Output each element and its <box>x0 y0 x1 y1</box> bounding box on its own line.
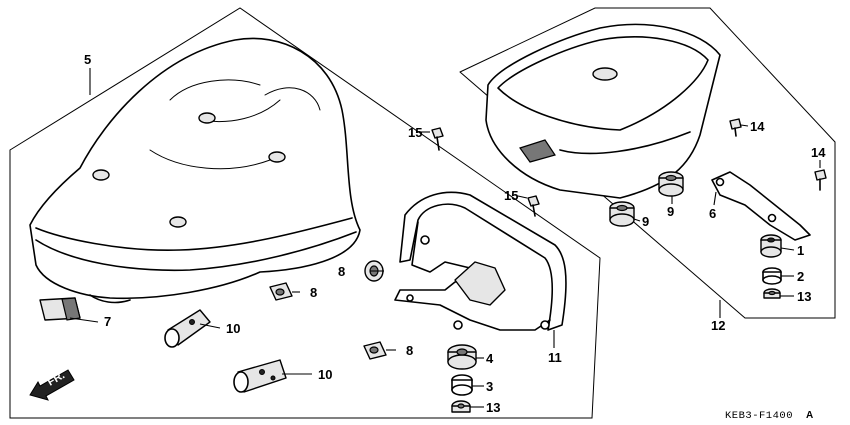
callout-6: 6 <box>709 206 716 221</box>
callout-14-upper: 14 <box>750 119 765 134</box>
callout-15-lower: 15 <box>504 188 518 203</box>
right-assembly-border <box>459 7 836 319</box>
grommet-4 <box>447 344 477 370</box>
rubber-8-middle <box>269 282 293 301</box>
bracket-6 <box>711 171 811 241</box>
rubber-8-bottom <box>363 341 387 360</box>
callout-1: 1 <box>797 243 804 258</box>
drawing-revision: A <box>806 410 813 421</box>
collar-2 <box>762 267 782 285</box>
callout-3: 3 <box>486 379 493 394</box>
callout-13-right: 13 <box>797 289 811 304</box>
nut-13-right <box>763 288 781 299</box>
callout-7: 7 <box>104 314 111 329</box>
seat-illustration <box>29 37 361 304</box>
seat-cushion-7 <box>39 297 81 321</box>
front-direction-arrow: FR. <box>29 369 75 401</box>
callout-2: 2 <box>797 269 804 284</box>
callout-12: 12 <box>711 318 725 333</box>
grommet-1 <box>760 234 782 258</box>
callout-8-bottom: 8 <box>406 343 413 358</box>
drawing-code: KEB3-F1400 <box>725 410 793 422</box>
callout-8-top: 8 <box>338 264 345 279</box>
bolt-14-upper <box>729 118 742 137</box>
collar-10-lower <box>233 359 287 393</box>
callout-5: 5 <box>84 52 91 67</box>
bolt-15-upper <box>431 127 444 151</box>
left-assembly-border <box>9 7 601 419</box>
callout-11: 11 <box>548 350 562 365</box>
bolt-14-lower <box>814 169 827 191</box>
callout-15-upper: 15 <box>408 125 422 140</box>
bolt-15-lower <box>527 195 540 217</box>
cushion-9-left <box>609 201 635 227</box>
leader-lines <box>69 68 821 408</box>
callout-8-middle: 8 <box>310 285 317 300</box>
callout-10-upper: 10 <box>226 321 240 336</box>
callout-10-lower: 10 <box>318 367 332 382</box>
callout-13-left: 13 <box>486 400 500 415</box>
callout-9-right: 9 <box>667 204 674 219</box>
callout-14-lower: 14 <box>811 145 826 160</box>
nut-13-left <box>451 400 471 413</box>
callout-4: 4 <box>486 351 494 366</box>
callout-9-left: 9 <box>642 214 649 229</box>
collar-3 <box>451 374 473 396</box>
storage-box <box>485 23 721 199</box>
collar-10-upper <box>164 309 211 348</box>
cushion-9-right <box>658 171 684 197</box>
backrest-frame-11 <box>394 191 567 331</box>
